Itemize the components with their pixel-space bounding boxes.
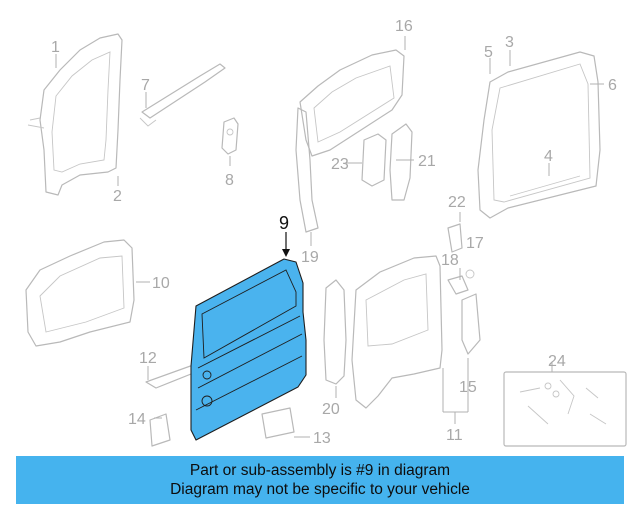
callout-14: 14 (128, 411, 146, 428)
parts-diagram: 1 2 3 4 5 6 7 8 9 10 11 12 13 14 15 16 1… (25, 18, 627, 447)
callout-19: 19 (301, 249, 319, 266)
info-banner: Part or sub-assembly is #9 in diagram Di… (16, 456, 624, 504)
part-8-bracket (221, 117, 239, 155)
callout-15: 15 (459, 379, 477, 396)
callout-4: 4 (544, 148, 553, 165)
part-16-19-quarter-frame (295, 49, 405, 233)
callout-13: 13 (313, 430, 331, 447)
part-23-bracket (361, 133, 387, 187)
callout-11: 11 (446, 427, 463, 444)
part-7-rail (139, 63, 226, 127)
callout-1: 1 (51, 39, 60, 56)
callout-24: 24 (548, 353, 566, 370)
part-21-reinforcement (389, 123, 413, 201)
part-1-front-pillar (27, 33, 123, 196)
callout-10: 10 (152, 275, 170, 292)
banner-line-2: Diagram may not be specific to your vehi… (170, 481, 470, 498)
part-11-quarter-panel (351, 255, 443, 409)
callout-9[interactable]: 9 (279, 213, 289, 233)
callout-9-leader (282, 232, 290, 257)
part-9-sliding-door[interactable] (190, 258, 307, 441)
part-10-side-panel (25, 239, 135, 347)
callout-23: 23 (331, 156, 349, 173)
callout-12: 12 (139, 350, 157, 367)
callout-7: 7 (141, 77, 150, 94)
banner-line-1: Part or sub-assembly is #9 in diagram (189, 462, 451, 479)
part-24-hardware-kit (503, 371, 627, 447)
callout-16: 16 (395, 18, 413, 35)
callout-leaders (55, 36, 604, 438)
part-13-cover (261, 407, 295, 439)
callout-8: 8 (225, 172, 234, 189)
callout-3: 3 (505, 34, 514, 51)
callout-22: 22 (448, 194, 466, 211)
part-20-pillar (323, 279, 347, 385)
callout-2: 2 (113, 188, 122, 205)
callout-6: 6 (608, 77, 617, 94)
callout-21: 21 (418, 153, 436, 170)
part-small-brackets (447, 223, 481, 355)
part-3-5-rear-frame (477, 51, 601, 219)
callout-5: 5 (484, 44, 493, 61)
callout-20: 20 (322, 401, 340, 418)
callout-17: 17 (466, 235, 484, 252)
callout-18: 18 (441, 252, 459, 269)
part-14-bracket (149, 413, 171, 447)
